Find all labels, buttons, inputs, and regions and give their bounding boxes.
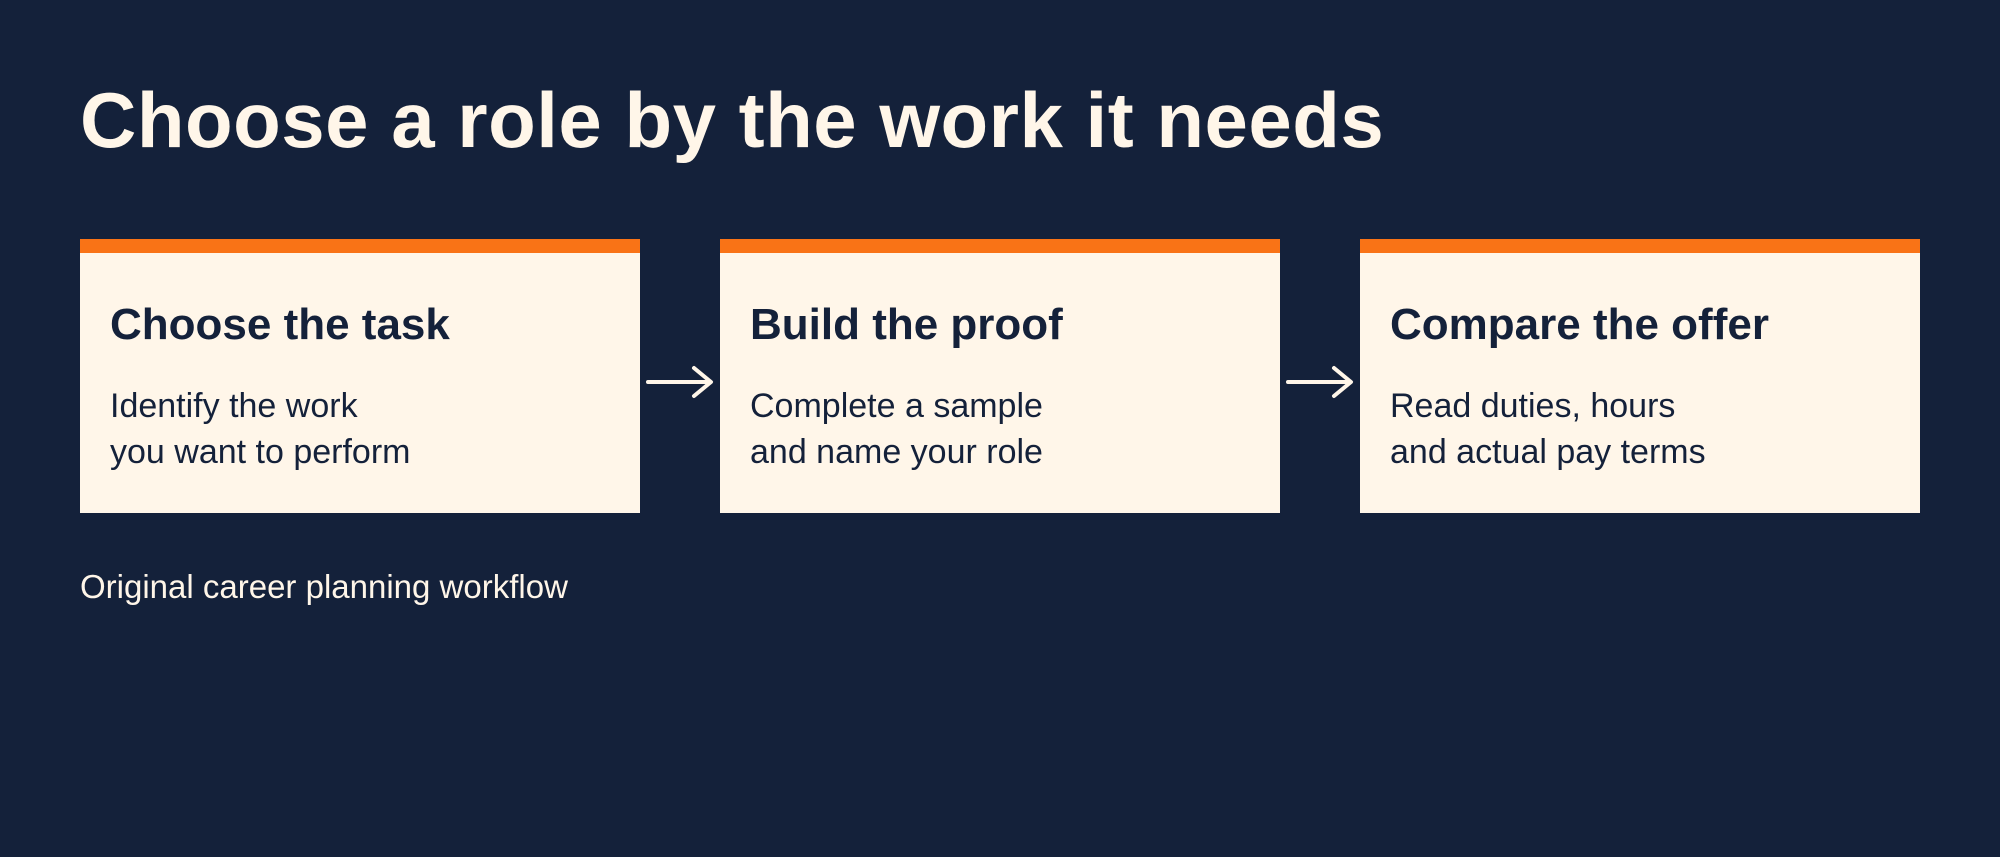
step-card-compare-offer: Compare the offer Read duties, hours and… (1360, 239, 1920, 513)
step-title: Build the proof (750, 300, 1063, 349)
arrow-right-icon (646, 366, 713, 398)
step-description-line: you want to perform (110, 433, 411, 471)
step-description: Read duties, hours and actual pay terms (1390, 383, 1706, 475)
step-card-choose-task: Choose the task Identify the work you wa… (80, 239, 640, 513)
step-description-line: Read duties, hours (1390, 387, 1676, 425)
step-description-line: and actual pay terms (1390, 433, 1706, 471)
footnote: Original career planning workflow (80, 568, 568, 605)
step-description-line: and name your role (750, 433, 1043, 471)
step-description-line: Identify the work (110, 387, 358, 425)
step-description: Complete a sample and name your role (750, 383, 1043, 475)
page-title: Choose a role by the work it needs (80, 76, 1385, 164)
step-card-build-proof: Build the proof Complete a sample and na… (720, 239, 1280, 513)
step-description-line: Complete a sample (750, 387, 1043, 425)
step-description: Identify the work you want to perform (110, 383, 410, 475)
arrow-right-icon (1286, 366, 1353, 398)
step-title: Compare the offer (1390, 300, 1769, 349)
step-title: Choose the task (110, 300, 450, 349)
